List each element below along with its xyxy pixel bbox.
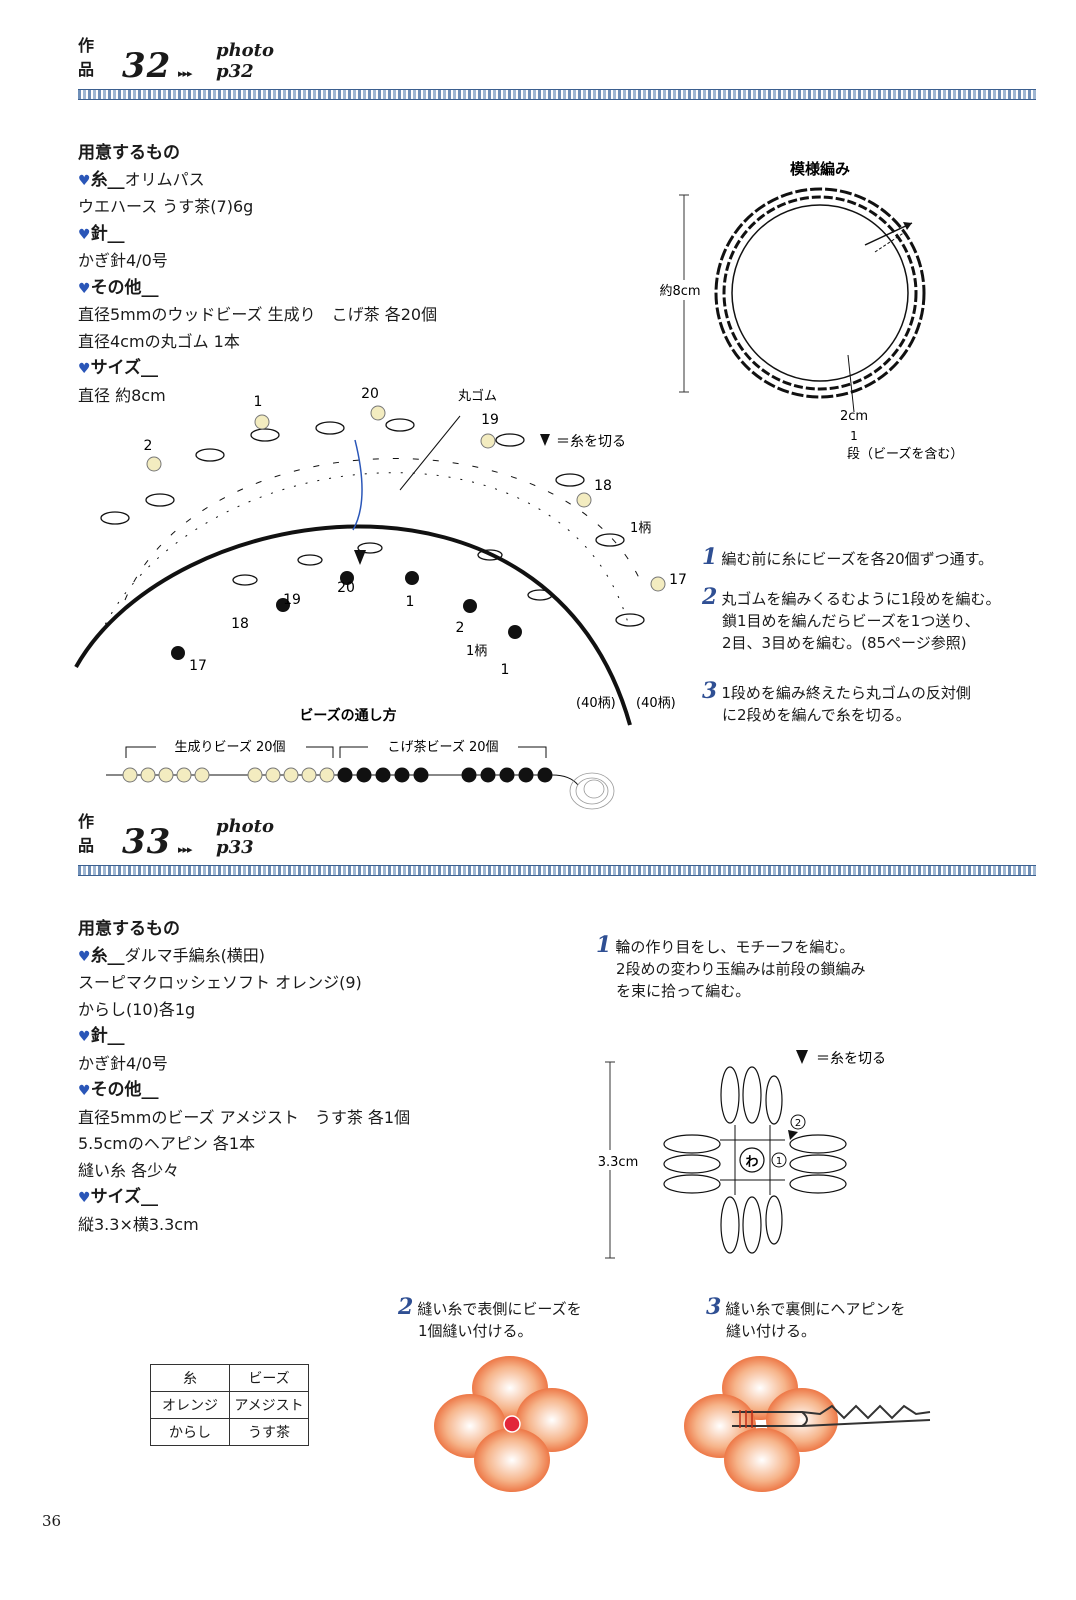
heart-icon: ♥ [78, 280, 91, 297]
repeat-count: (40柄) [576, 696, 616, 711]
row-note: 段（ビーズを含む） [847, 446, 963, 462]
heart-icon: ♥ [78, 1190, 91, 1206]
elastic-label: 丸ゴム [458, 388, 497, 404]
heart-icon: ♥ [78, 948, 91, 965]
arrow-icons: ▸▸▸ [178, 843, 193, 856]
ring-label: わ [745, 1155, 758, 1170]
materials-heading: 用意するもの [78, 919, 180, 939]
header-rule [78, 865, 1036, 876]
bead-label: 17 [669, 572, 687, 588]
bead-label: 18 [594, 478, 612, 494]
pattern-title: 模様編み [790, 160, 850, 178]
repeat-label: 1柄 [466, 644, 487, 659]
heart-icon: ♥ [78, 172, 91, 189]
svg-text:2: 2 [795, 1118, 801, 1129]
bead-label: 1 [254, 394, 263, 410]
photo-ref: photo p33 [216, 816, 274, 858]
repeat-count: (40柄) [636, 696, 676, 711]
bead-label: 2 [456, 620, 465, 636]
flower-illustrations [434, 1356, 931, 1492]
header-rule [78, 89, 1036, 100]
work33-materials: 用意するもの ♥糸__ダルマ手編糸(横田) スーピマクロッシェソフト オレンジ(… [78, 916, 410, 1238]
materials-heading: 用意するもの [78, 143, 180, 163]
table-header: 糸 [150, 1364, 230, 1392]
bead-label: 1 [406, 594, 415, 610]
table-row: からし うす茶 [150, 1418, 309, 1446]
work32-materials: 用意するもの ♥糸__オリムパス ウエハース うす茶(7)6g ♥針__ かぎ針… [78, 140, 437, 409]
heart-icon: ♥ [78, 1083, 91, 1099]
color-table: 糸 ビーズ オレンジ アメジスト からし うす茶 [150, 1364, 309, 1446]
bead-label: 18 [231, 616, 249, 632]
row-number: 1 [850, 429, 858, 443]
natural-beads-label: 生成りビーズ 20個 [174, 739, 285, 755]
bead-label: 20 [337, 580, 355, 596]
heart-icon: ♥ [78, 361, 91, 377]
bead-threading-diagram: ビーズの通し方 生成りビーズ 20個 こげ茶ビーズ 20個 [106, 707, 615, 810]
bead-label: 19 [283, 592, 301, 608]
bead-label: 19 [481, 412, 499, 428]
bead-label: 17 [189, 658, 207, 674]
arrow-icons: ▸▸▸ [178, 67, 193, 80]
threading-title: ビーズの通し方 [299, 707, 396, 724]
width-label: 2cm [840, 409, 868, 424]
work-number: 33 [122, 822, 172, 862]
heart-icon: ♥ [78, 1029, 91, 1045]
photo-ref: photo p32 [216, 40, 274, 82]
pattern-circle-diagram: 模様編み 約8cm 2cm 1 段（ビーズを含む） [654, 160, 963, 462]
bead-label: 20 [361, 386, 379, 402]
bead-label: 2 [144, 438, 153, 454]
repeat-label: 1柄 [630, 521, 651, 536]
work-label: 作品 [78, 36, 95, 79]
svg-text:1: 1 [776, 1156, 782, 1167]
brown-beads-label: こげ茶ビーズ 20個 [387, 739, 498, 755]
table-header: ビーズ [229, 1364, 309, 1392]
cut-mark-legend: ＝糸を切る [816, 1051, 886, 1067]
page-number: 36 [42, 1512, 62, 1530]
motif-stitch-chart: ＝糸を切る 3.3cm わ 2 1 [590, 1050, 886, 1259]
bead-label: 1 [501, 662, 510, 678]
arc-stitch-chart: 20 1 2 19 18 17 20 1 19 18 17 2 1 丸ゴム ＝糸… [74, 386, 687, 726]
cut-mark-legend: ＝糸を切る [556, 434, 626, 450]
work-label: 作品 [78, 812, 95, 855]
heart-icon: ♥ [78, 226, 91, 243]
flower-back-image [684, 1356, 931, 1492]
work-number: 32 [122, 46, 172, 86]
table-row: オレンジ アメジスト [150, 1391, 309, 1419]
flower-front-image [434, 1356, 588, 1492]
diameter-label: 約8cm [659, 284, 700, 299]
size-label: 3.3cm [598, 1155, 639, 1170]
